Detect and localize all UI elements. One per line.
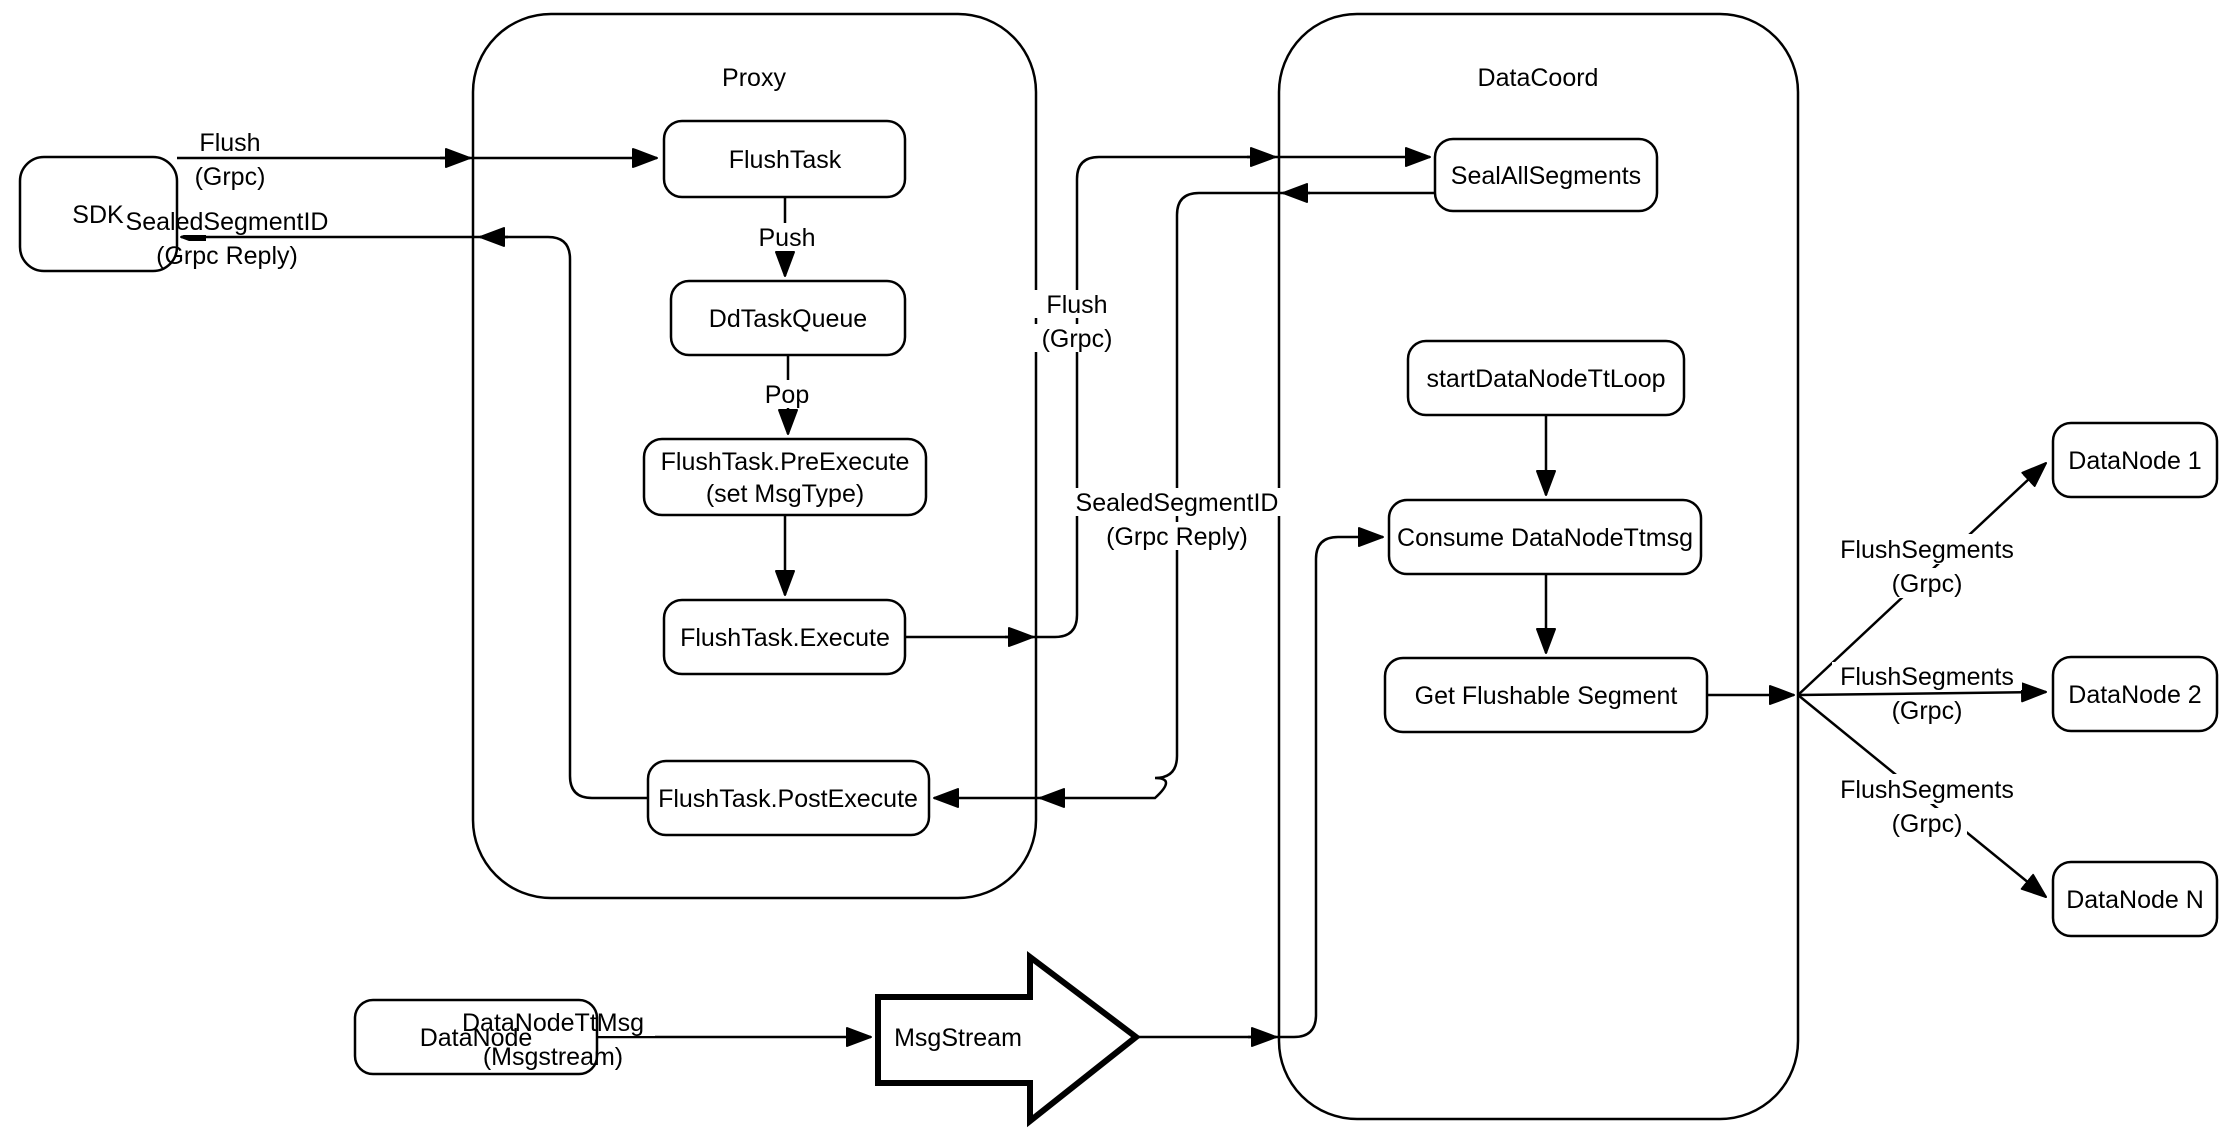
sealed-left-label-line2: (Grpc Reply) <box>156 242 298 270</box>
label-bg <box>170 128 290 156</box>
label-bg <box>175 162 285 190</box>
flush-left-label-line1: Flush <box>199 129 260 157</box>
edge-sealallsegments-to-postexecute <box>933 191 1435 808</box>
flush-left-label-line2: (Grpc) <box>195 163 266 191</box>
label-bg <box>755 380 819 408</box>
getflushablesegment-node <box>1383 656 1709 734</box>
sealallsegments-label: SealAllSegments <box>1451 162 1641 190</box>
datanode1-node <box>2051 421 2219 499</box>
sealed-left-label-line1: SealedSegmentID <box>126 208 329 236</box>
preexecute-label-line2: (set MsgType) <box>706 480 864 508</box>
consumedatanodettmsg-label: Consume DataNodeTtmsg <box>1397 524 1693 552</box>
datanode-bottom-node <box>353 998 599 1076</box>
startdatanodettloop-label: startDataNodeTtLoop <box>1426 365 1665 393</box>
sdk-node <box>18 155 179 273</box>
edge-fan-to-datanode2 <box>1797 682 2047 703</box>
startdatanodettloop-node <box>1406 339 1686 417</box>
sealed-mid-label-line1: SealedSegmentID <box>1076 489 1279 517</box>
proxy-container <box>471 12 1038 900</box>
edge-postexecute-to-sdk <box>180 227 648 800</box>
label-bg <box>1832 534 2022 564</box>
flushtask-node <box>662 119 907 199</box>
flushsegments-top-label-line1: FlushSegments <box>1840 536 2014 564</box>
datanodettmsg-label-line1: DataNodeTtMsg <box>462 1009 644 1037</box>
consumedatanodettmsg-node <box>1387 498 1703 576</box>
getflushablesegment-label: Get Flushable Segment <box>1415 682 1678 710</box>
ddtaskqueue-node <box>669 279 907 357</box>
label-bg <box>1032 324 1122 352</box>
flushsegments-bottom-label-line2: (Grpc) <box>1892 810 1963 838</box>
datanode1-label: DataNode 1 <box>2068 447 2201 475</box>
datanodettmsg-label-line2: (Msgstream) <box>483 1043 623 1071</box>
proxy-container-title: Proxy <box>722 64 786 92</box>
sealallsegments-node <box>1433 137 1659 213</box>
datanoden-node <box>2051 860 2219 938</box>
flushsegments-mid-label-line2: (Grpc) <box>1892 697 1963 725</box>
flushsegments-bottom-label-line1: FlushSegments <box>1840 776 2014 804</box>
postexecute-label: FlushTask.PostExecute <box>658 785 918 813</box>
sdk-label: SDK <box>72 201 124 229</box>
datanoden-label: DataNode N <box>2066 886 2204 914</box>
postexecute-node <box>646 759 931 837</box>
datanode2-label: DataNode 2 <box>2068 681 2201 709</box>
label-bg <box>1832 662 2022 690</box>
label-bg <box>1887 808 1967 838</box>
datacoord-container <box>1277 12 1800 1121</box>
push-label: Push <box>759 224 816 252</box>
ddtaskqueue-label: DdTaskQueue <box>709 305 867 333</box>
flushtask-label: FlushTask <box>729 146 842 174</box>
sealed-mid-label-line2: (Grpc Reply) <box>1106 523 1248 551</box>
msgstream-label: MsgStream <box>894 1024 1022 1052</box>
datacoord-container-title: DataCoord <box>1478 64 1599 92</box>
label-bg <box>1887 696 1967 724</box>
datanode-bottom-label: DataNode <box>420 1024 533 1052</box>
execute-node <box>662 598 907 676</box>
edge-execute-to-sealallsegments <box>905 147 1431 639</box>
label-bg <box>1102 522 1252 550</box>
label-bg <box>1832 774 2022 804</box>
label-bg <box>750 223 824 251</box>
edge-msgstream-to-consume <box>1136 527 1384 1039</box>
label-bg <box>1032 290 1122 318</box>
flushsegments-top-label-line2: (Grpc) <box>1892 570 1963 598</box>
preexecute-node <box>642 437 928 517</box>
pop-label: Pop <box>765 381 809 409</box>
msgstream-block-arrow <box>875 950 1141 1128</box>
label-bg <box>1887 568 1967 598</box>
flushsegments-mid-label-line1: FlushSegments <box>1840 663 2014 691</box>
label-bg <box>1070 488 1285 516</box>
preexecute-label-line1: FlushTask.PreExecute <box>661 448 910 476</box>
flush-mid-label-line1: Flush <box>1046 291 1107 319</box>
execute-label: FlushTask.Execute <box>680 624 890 652</box>
datanode2-node <box>2051 655 2219 733</box>
flush-mid-label-line2: (Grpc) <box>1042 325 1113 353</box>
